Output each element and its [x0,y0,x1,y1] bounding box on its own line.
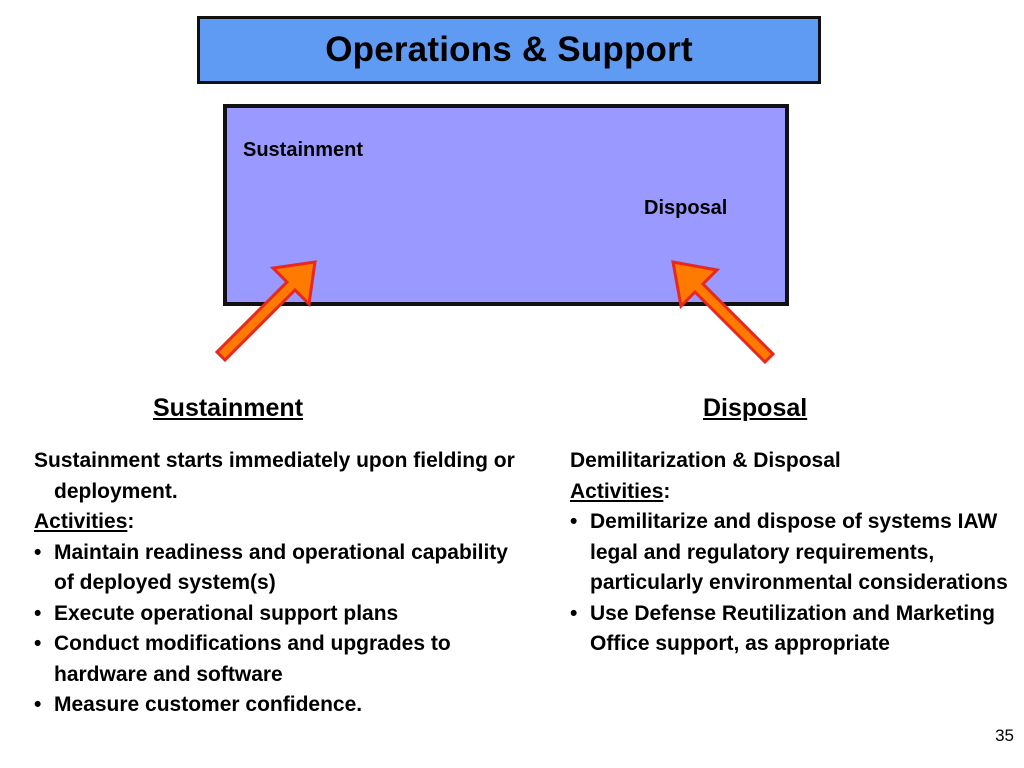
sustainment-intro: Sustainment starts immediately upon fiel… [34,449,515,503]
list-item: • Measure customer confidence. [34,690,524,721]
title-box: Operations & Support [197,16,821,84]
phase-box: Sustainment Disposal [223,104,789,306]
phase-disposal-label: Disposal [644,197,728,219]
list-item: • Demilitarize and dispose of systems IA… [570,507,1010,599]
phase-sustainment-label: Sustainment [243,139,364,161]
bullet-icon: • [570,510,578,533]
sustainment-bullet-2: Execute operational support plans [54,601,399,625]
disposal-bullet-2: Use Defense Reutilization and Marketing … [590,601,995,656]
sustainment-body: Sustainment starts immediately upon fiel… [34,446,524,721]
page-number: 35 [995,726,1014,745]
sustainment-heading: Sustainment [153,394,304,422]
list-item: • Execute operational support plans [34,599,524,630]
disposal-bullet-1: Demilitarize and dispose of systems IAW … [590,510,1008,594]
bullet-icon: • [570,601,578,625]
disposal-body: Demilitarization & Disposal Activities: … [570,446,1010,660]
bullet-icon: • [34,540,42,564]
disposal-heading: Disposal [703,394,808,422]
bullet-icon: • [34,601,42,625]
sustainment-bullet-3: Conduct modifications and upgrades to ha… [54,632,451,686]
list-item: • Maintain readiness and operational cap… [34,538,524,599]
disposal-activities-colon: : [663,479,671,503]
disposal-activities-row: Activities: [570,477,1010,508]
sustainment-activities-row: Activities: [34,507,524,538]
disposal-activities-label: Activities [570,479,664,503]
sustainment-activities-label: Activities [34,510,128,533]
sustainment-bullet-1: Maintain readiness and operational capab… [54,540,508,595]
sustainment-bullet-4: Measure customer confidence. [54,693,363,716]
list-item: • Conduct modifications and upgrades to … [34,629,524,690]
bullet-icon: • [34,632,42,655]
disposal-intro: Demilitarization & Disposal [570,449,841,472]
sustainment-activities-colon: : [127,510,135,533]
list-item: • Use Defense Reutilization and Marketin… [570,599,1010,660]
bullet-icon: • [34,693,42,716]
slide-title: Operations & Support [325,30,693,69]
